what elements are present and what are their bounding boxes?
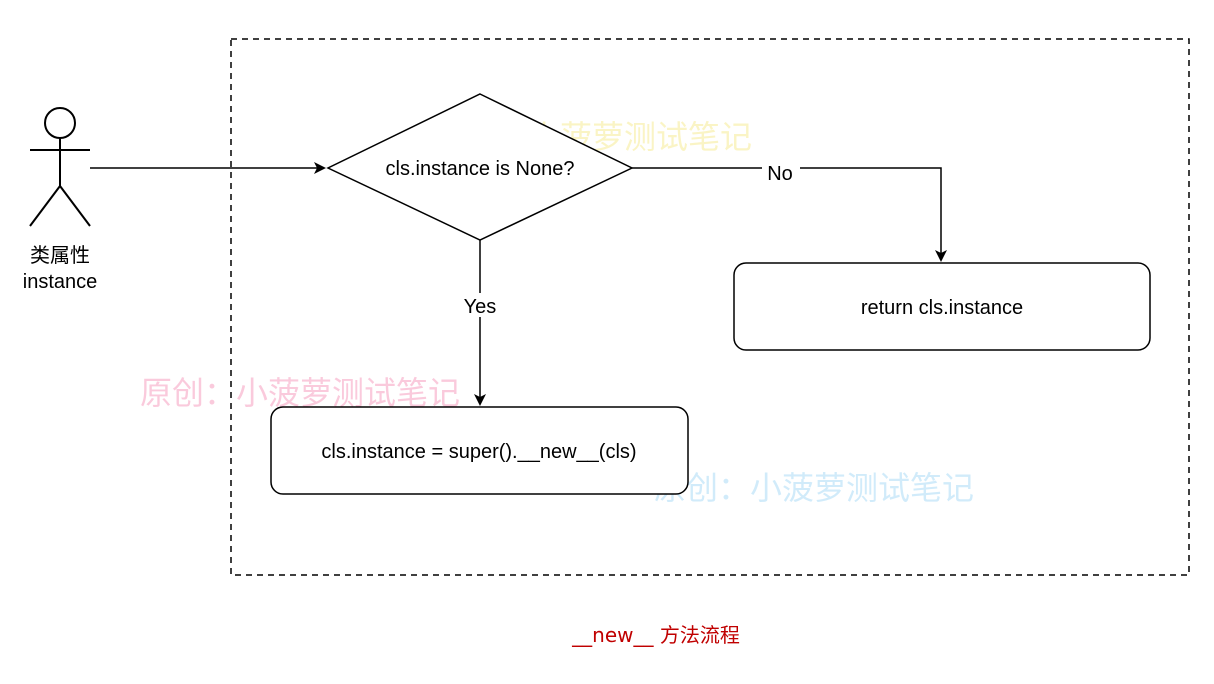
actor-label-line1: 类属性 (30, 244, 90, 267)
process-return-box (733, 262, 1151, 351)
diagram-caption: __new__ 方法流程 (571, 623, 740, 647)
dashed-boundary (230, 38, 1190, 576)
edge-yes-label: Yes (464, 296, 497, 318)
process-return-label: return cls.instance (861, 297, 1023, 319)
actor-right-leg (59, 185, 91, 227)
watermark-pink: 原创：小菠萝测试笔记 (140, 374, 460, 412)
process-assign-label: cls.instance = super().__new__(cls) (321, 441, 636, 463)
edge-yes-label-bg (459, 293, 501, 317)
watermark-blue: 原创：小菠萝测试笔记 (654, 469, 974, 507)
actor-left-leg (29, 185, 61, 227)
decision-label: cls.instance is None? (386, 158, 575, 180)
actor-label-line2: instance (23, 271, 98, 293)
edge-no-label: No (767, 163, 793, 185)
actor-head (44, 107, 76, 139)
edge-no (632, 167, 947, 262)
actor-figure (29, 107, 91, 227)
process-assign-box (270, 406, 689, 495)
edge-no-label-bg (762, 160, 800, 184)
